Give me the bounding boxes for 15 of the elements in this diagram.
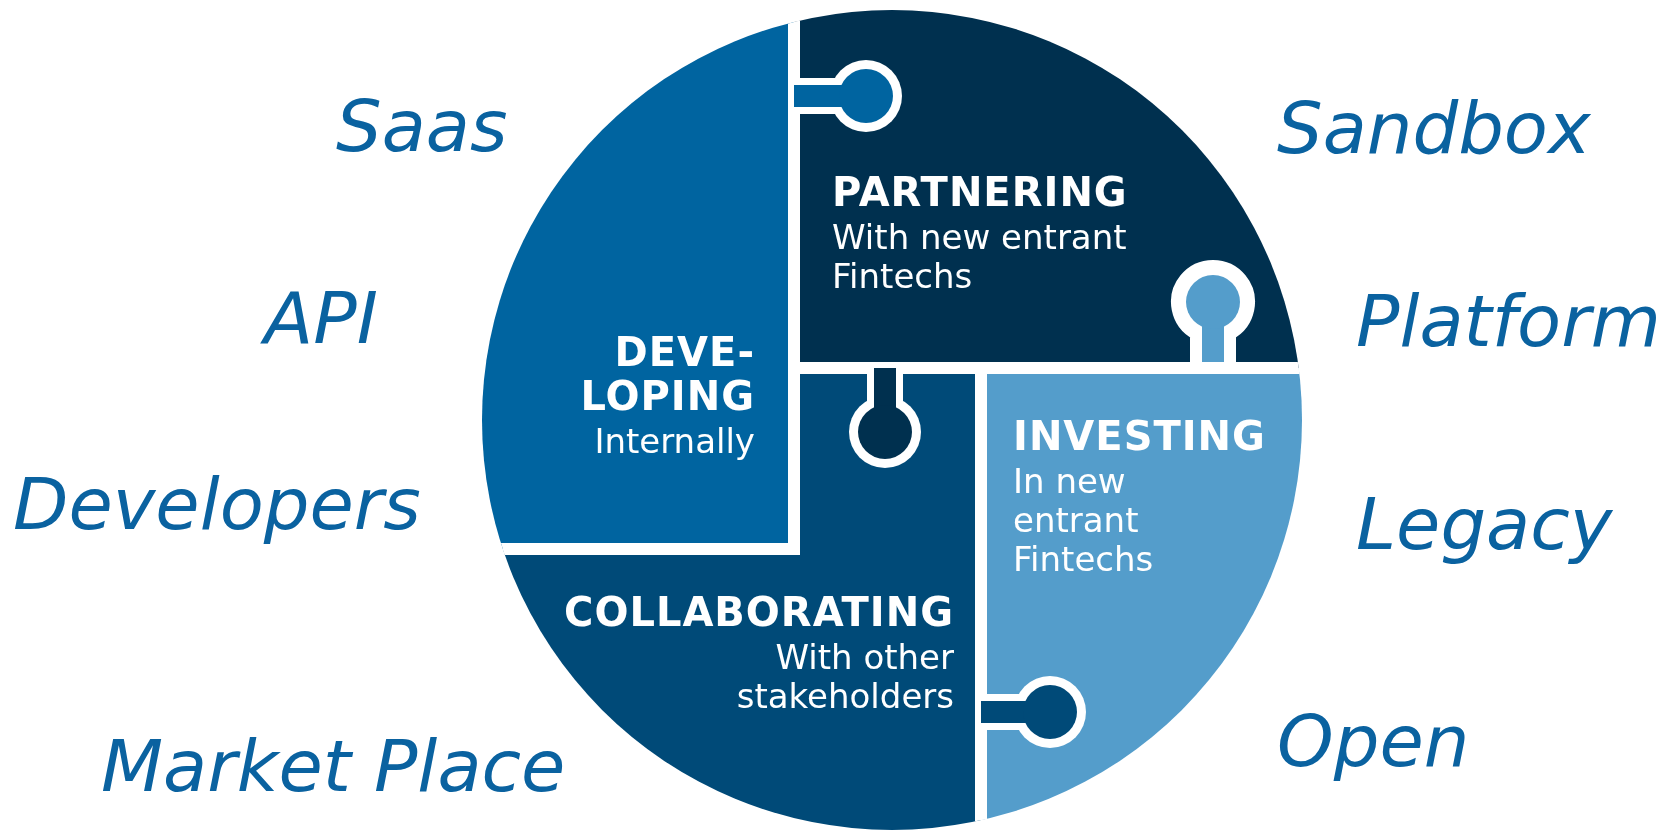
piece-description: With new entrant Fintechs bbox=[832, 218, 1128, 297]
keyword-label: Saas bbox=[336, 83, 508, 170]
piece-description: With other stakeholders bbox=[735, 638, 954, 717]
keyword-label: Legacy bbox=[1356, 481, 1613, 568]
piece-heading: INVESTING bbox=[1013, 414, 1263, 458]
keyword-label: Platform bbox=[1356, 278, 1661, 365]
keyword-label: Developers bbox=[13, 461, 421, 548]
piece-heading: DEVE- LOPING bbox=[580, 330, 755, 418]
piece-heading: COLLABORATING bbox=[563, 590, 954, 634]
piece-description: In new entrant Fintechs bbox=[1013, 462, 1155, 580]
keyword-label: Open bbox=[1277, 698, 1470, 785]
keyword-label: Market Place bbox=[101, 723, 566, 810]
piece-heading: PARTNERING bbox=[832, 170, 1129, 214]
piece-description: Internally bbox=[593, 422, 755, 462]
keyword-label: Sandbox bbox=[1277, 85, 1591, 172]
